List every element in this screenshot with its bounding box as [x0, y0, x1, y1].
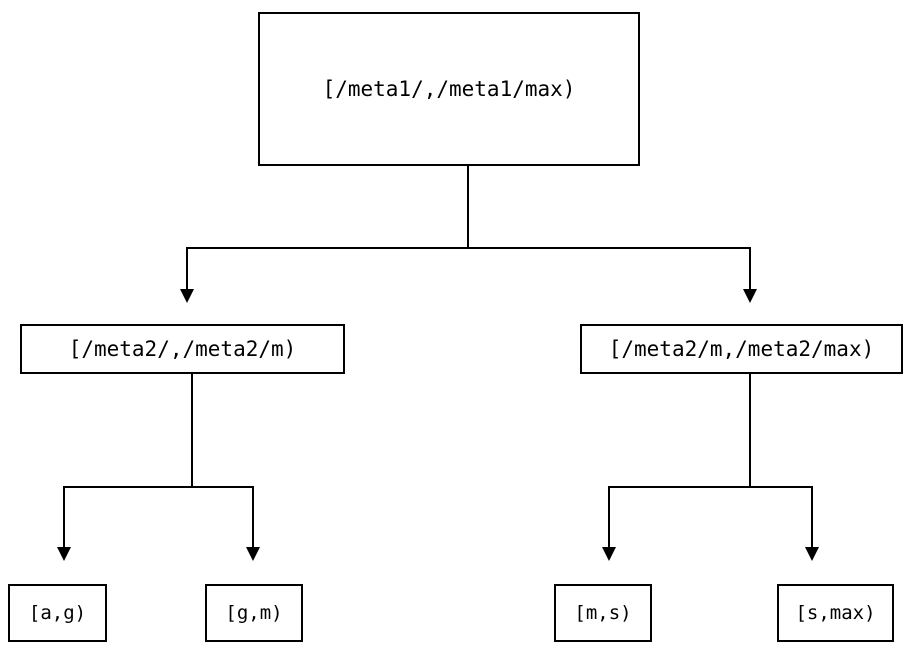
- node-mid-left-label: [/meta2/,/meta2/m): [68, 336, 297, 361]
- edge-mid-right-to-leaf4-drop: [811, 486, 813, 548]
- node-leaf-3[interactable]: [m,s): [554, 584, 652, 642]
- node-leaf-1[interactable]: [a,g): [8, 584, 107, 642]
- arrowhead-mid-left-to-leaf1: [57, 547, 71, 561]
- node-mid-right-label: [/meta2/m,/meta2/max): [608, 336, 875, 361]
- arrowhead-mid-right-to-leaf4: [805, 547, 819, 561]
- node-leaf-2-label: [g,m): [225, 601, 283, 624]
- edge-root-stem: [467, 166, 469, 249]
- edge-root-to-mid-left-drop: [186, 247, 188, 291]
- node-mid-right[interactable]: [/meta2/m,/meta2/max): [580, 324, 903, 374]
- node-root[interactable]: [/meta1/,/meta1/max): [258, 12, 640, 166]
- node-leaf-1-label: [a,g): [28, 601, 87, 624]
- edge-mid-left-stem: [191, 374, 193, 488]
- arrowhead-mid-right-to-leaf3: [602, 547, 616, 561]
- edge-mid-left-to-leaf1-drop: [63, 486, 65, 548]
- node-mid-left[interactable]: [/meta2/,/meta2/m): [20, 324, 345, 374]
- edge-root-to-mid-right-drop: [749, 247, 751, 291]
- edge-mid-left-to-leaf2-drop: [252, 486, 254, 548]
- edge-mid-right-stem: [749, 374, 751, 488]
- edge-mid-right-to-leaf3-drop: [608, 486, 610, 548]
- edge-root-crossbar: [186, 247, 751, 249]
- arrowhead-mid-left-to-leaf2: [246, 547, 260, 561]
- node-leaf-4[interactable]: [s,max): [777, 584, 894, 642]
- node-root-label: [/meta1/,/meta1/max): [322, 76, 576, 101]
- arrowhead-root-to-mid-left: [180, 289, 194, 303]
- node-leaf-3-label: [m,s): [574, 601, 632, 624]
- node-leaf-2[interactable]: [g,m): [205, 584, 303, 642]
- edge-mid-left-crossbar: [63, 486, 253, 488]
- arrowhead-root-to-mid-right: [743, 289, 757, 303]
- node-leaf-4-label: [s,max): [795, 601, 876, 624]
- edge-mid-right-crossbar: [608, 486, 812, 488]
